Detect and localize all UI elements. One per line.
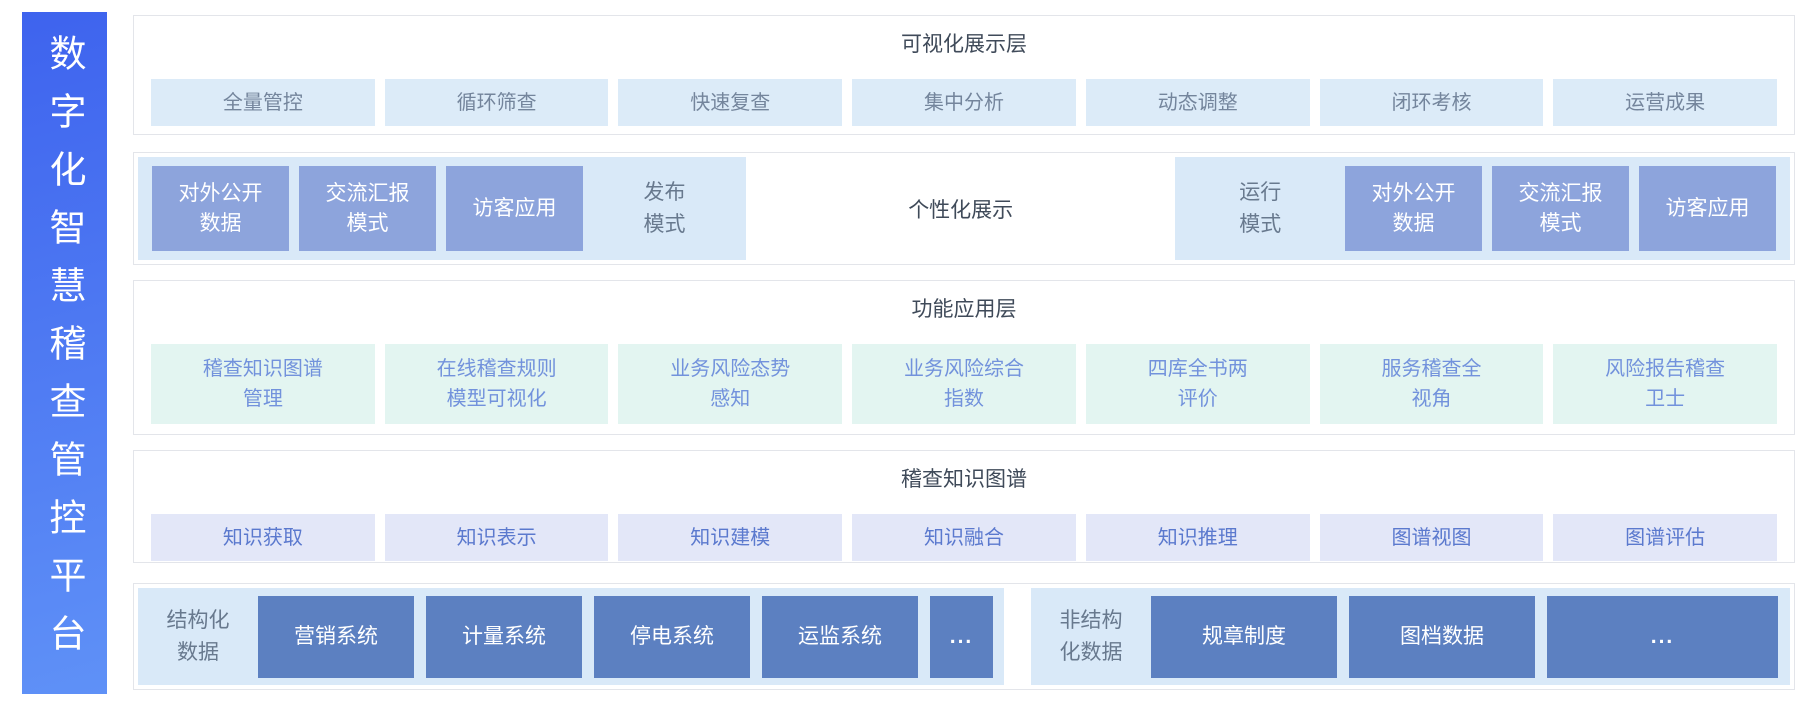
structured-more-box: ... <box>930 595 993 678</box>
knowledge-item: 知识融合 <box>852 514 1076 561</box>
personalized-display-label: 个性化展示 <box>908 198 1014 222</box>
publish-mode-box: 交流汇报 模式 <box>299 166 436 251</box>
structured-system-box: 运监系统 <box>762 595 918 678</box>
publish-mode-label: 发布 模式 <box>643 181 686 236</box>
function-application-layer: 功能应用层 稽查知识图谱 管理 在线稽查规则 模型可视化 业务风险态势 感知 业… <box>133 280 1795 435</box>
unstructured-system-box: 规章制度 <box>1151 595 1337 678</box>
structured-system-box: 营销系统 <box>258 595 414 678</box>
knowledge-item: 知识建模 <box>618 514 843 561</box>
structured-data-group: 结构化 数据 营销系统 计量系统 停电系统 运监系统 ... <box>138 588 1004 685</box>
function-layer-title: 功能应用层 <box>911 298 1017 321</box>
unstructured-system-box: 图档数据 <box>1349 595 1535 678</box>
visualization-item: 集中分析 <box>852 79 1076 126</box>
run-mode-label: 运行 模式 <box>1239 181 1282 236</box>
unstructured-more-box: ... <box>1547 595 1778 678</box>
knowledge-item: 知识表示 <box>384 514 609 561</box>
architecture-diagram: 可视化展示层 全量管控 循环筛查 快速复查 集中分析 动态调整 闭环考核 运营成… <box>133 15 1795 690</box>
visualization-item: 动态调整 <box>1085 79 1310 126</box>
display-modes-layer: 对外公开 数据 交流汇报 模式 访客应用 发布 模式 个性化展示 运行 模式 对… <box>133 152 1795 265</box>
visualization-item: 运营成果 <box>1553 79 1778 126</box>
knowledge-graph-layer: 稽查知识图谱 知识获取 知识表示 知识建模 知识融合 知识推理 图谱视图 图谱评… <box>133 450 1795 563</box>
publish-mode-group: 对外公开 数据 交流汇报 模式 访客应用 发布 模式 <box>138 157 746 260</box>
function-item: 业务风险综合 指数 <box>852 344 1076 424</box>
visualization-item: 全量管控 <box>151 79 375 126</box>
platform-title-bar: 数字化智慧稽查管控平台 <box>22 12 107 694</box>
knowledge-graph-items: 知识获取 知识表示 知识建模 知识融合 知识推理 图谱视图 图谱评估 <box>134 514 1794 561</box>
knowledge-item: 图谱评估 <box>1553 514 1778 561</box>
function-item: 稽查知识图谱 管理 <box>151 344 375 424</box>
knowledge-item: 知识推理 <box>1085 514 1310 561</box>
structured-system-box: 计量系统 <box>426 595 582 678</box>
function-item: 四库全书两 评价 <box>1085 344 1310 424</box>
knowledge-graph-title: 稽查知识图谱 <box>901 468 1027 491</box>
function-item: 服务稽查全 视角 <box>1319 344 1544 424</box>
visualization-item: 闭环考核 <box>1319 79 1544 126</box>
knowledge-item: 知识获取 <box>151 514 375 561</box>
run-mode-box: 访客应用 <box>1639 166 1776 251</box>
platform-title: 数字化智慧稽查管控平台 <box>44 34 85 672</box>
structured-system-box: 停电系统 <box>594 595 750 678</box>
visualization-layer: 可视化展示层 全量管控 循环筛查 快速复查 集中分析 动态调整 闭环考核 运营成… <box>133 15 1795 135</box>
structured-data-label: 结构化 数据 <box>166 609 230 664</box>
visualization-layer-items: 全量管控 循环筛查 快速复查 集中分析 动态调整 闭环考核 运营成果 <box>134 79 1794 126</box>
function-item: 业务风险态势 感知 <box>618 344 843 424</box>
data-source-layer: 结构化 数据 营销系统 计量系统 停电系统 运监系统 ... 非结构 化数据 规… <box>133 583 1795 690</box>
run-mode-box: 对外公开 数据 <box>1345 166 1482 251</box>
publish-mode-box: 对外公开 数据 <box>152 166 289 251</box>
run-mode-group: 运行 模式 对外公开 数据 交流汇报 模式 访客应用 <box>1175 157 1790 260</box>
knowledge-item: 图谱视图 <box>1319 514 1544 561</box>
publish-mode-box: 访客应用 <box>446 166 583 251</box>
function-layer-items: 稽查知识图谱 管理 在线稽查规则 模型可视化 业务风险态势 感知 业务风险综合 … <box>134 344 1794 424</box>
visualization-item: 循环筛查 <box>384 79 609 126</box>
run-mode-box: 交流汇报 模式 <box>1492 166 1629 251</box>
unstructured-data-group: 非结构 化数据 规章制度 图档数据 ... <box>1031 588 1790 685</box>
function-item: 风险报告稽查 卫士 <box>1553 344 1778 424</box>
unstructured-data-label: 非结构 化数据 <box>1059 609 1123 664</box>
visualization-layer-title: 可视化展示层 <box>901 33 1027 56</box>
function-item: 在线稽查规则 模型可视化 <box>384 344 609 424</box>
visualization-item: 快速复查 <box>618 79 843 126</box>
